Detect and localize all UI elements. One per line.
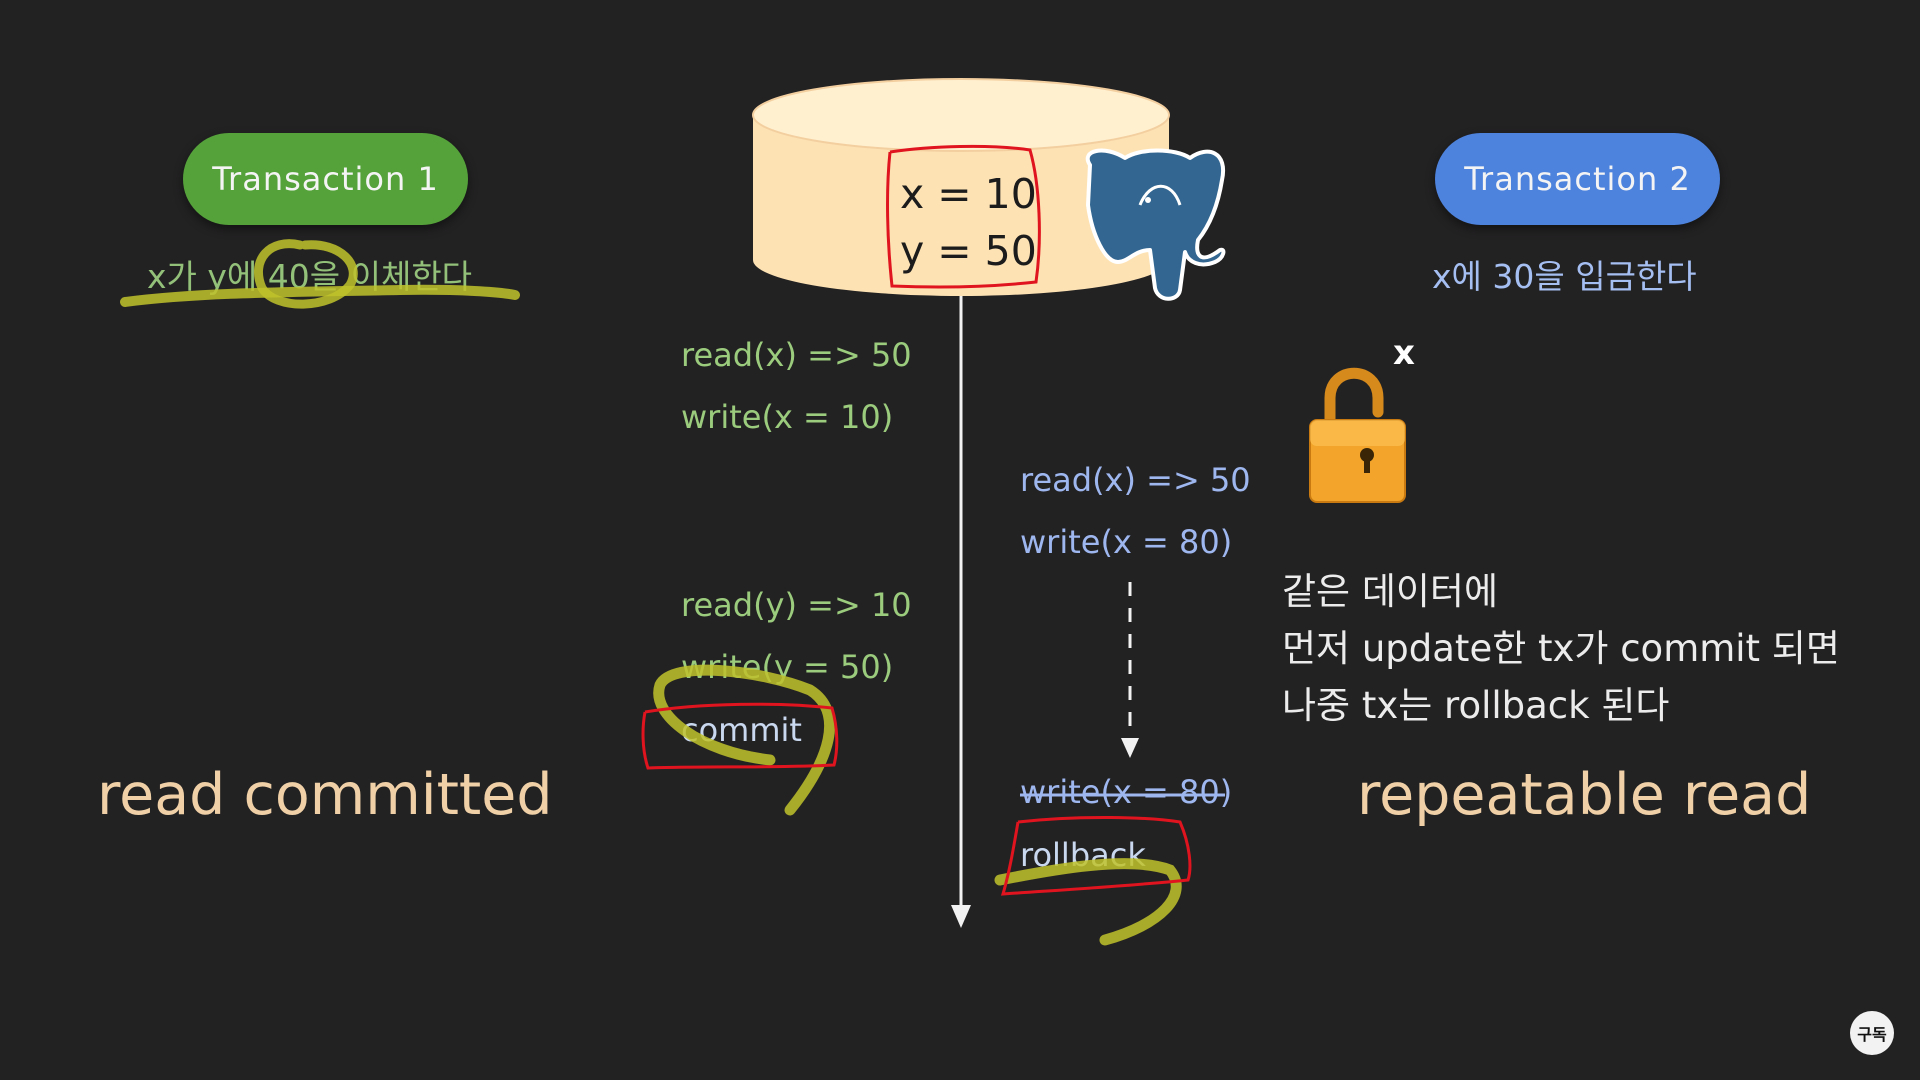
yellow-swirl-rollback: [1000, 864, 1176, 940]
red-box-rollback: [1003, 817, 1190, 894]
red-box-db-values: [888, 146, 1040, 287]
subscribe-label: 구독: [1857, 1021, 1886, 1045]
subscribe-button[interactable]: 구독: [1850, 1011, 1894, 1055]
yellow-swirl-commit: [659, 670, 830, 810]
